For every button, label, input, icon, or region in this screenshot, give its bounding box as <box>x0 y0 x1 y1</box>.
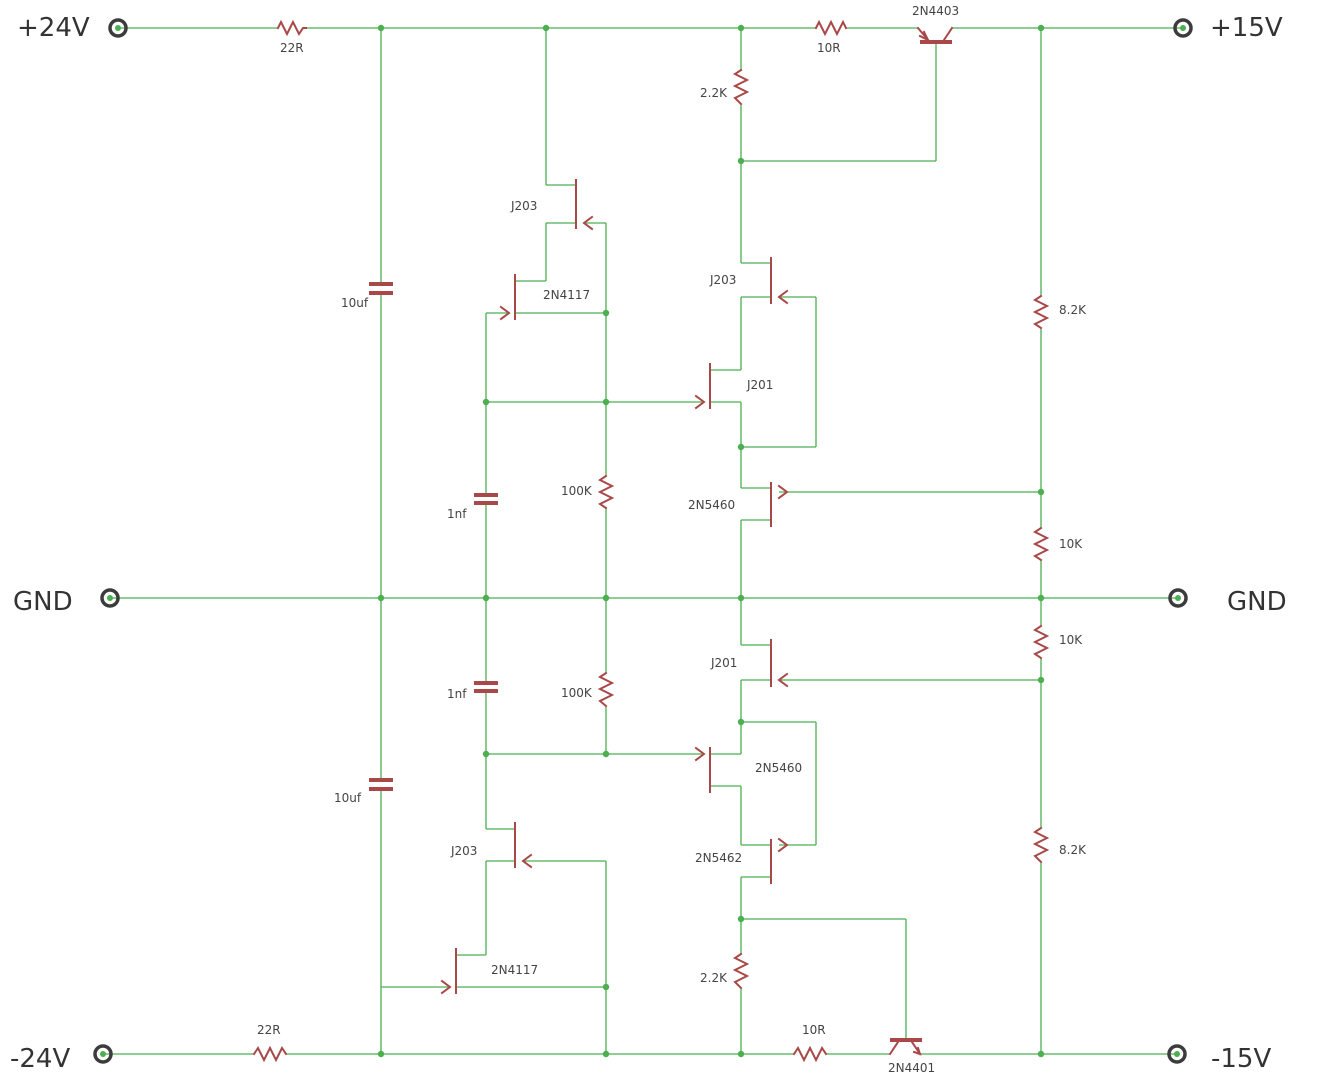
label-r-top-22: 22R <box>280 41 304 55</box>
label-c-top-1n: 1nf <box>447 507 467 521</box>
jfet-2n4117-bottom <box>440 948 457 995</box>
jfet-j201-top <box>694 363 711 410</box>
label-pos15: +15V <box>1210 13 1283 43</box>
resistors <box>252 19 1050 1063</box>
label-c-bot-10: 10uf <box>334 791 362 805</box>
label-q-top-j203a: J203 <box>510 199 537 213</box>
label-q-bot-j203a: J203 <box>450 844 477 858</box>
jfet-2n5460-bottom <box>694 746 711 793</box>
resistor-2-2k-bottom <box>732 952 750 990</box>
label-q-bot-2n4401: 2N4401 <box>888 1061 935 1075</box>
label-gnd-left: GND <box>13 587 73 617</box>
terminal-neg24[interactable] <box>93 1044 113 1064</box>
terminal-pos15[interactable] <box>1173 18 1193 38</box>
label-r-top-10k: 10K <box>1059 537 1083 551</box>
resistor-22r-top <box>276 19 307 37</box>
resistor-10k-bottom <box>1032 624 1050 660</box>
jfet-j203-bottom-left <box>514 822 533 869</box>
label-q-bot-2n5462: 2N5462 <box>695 851 742 865</box>
jfet-j203-top-right <box>770 257 789 305</box>
label-r-bot-22: 22R <box>257 1023 281 1037</box>
resistor-8-2k-top <box>1032 294 1050 330</box>
resistor-100k-bottom <box>597 671 615 708</box>
junction-nodes <box>377 24 1045 1058</box>
resistor-22r-bottom <box>252 1045 288 1063</box>
label-neg15: -15V <box>1211 1044 1271 1074</box>
terminal-pos24[interactable] <box>108 18 128 38</box>
label-neg24: -24V <box>10 1044 70 1074</box>
resistor-8-2k-bottom <box>1032 826 1050 864</box>
terminal-neg15[interactable] <box>1167 1044 1187 1064</box>
label-gnd-right: GND <box>1227 587 1287 617</box>
resistor-10k-top <box>1032 526 1050 562</box>
label-r-bot-10r: 10R <box>802 1023 826 1037</box>
jfet-2n5460-top <box>770 482 789 527</box>
resistor-100k-top <box>597 474 615 510</box>
label-q-bot-j201: J201 <box>710 656 737 670</box>
jfet-j201-bottom <box>770 639 789 688</box>
label-c-bot-1n: 1nf <box>447 687 467 701</box>
resistor-10r-bottom <box>792 1045 828 1063</box>
label-r-top-100k: 100K <box>561 484 593 498</box>
label-r-bot-22k: 2.2K <box>700 971 728 985</box>
resistor-2-2k-top <box>732 68 750 106</box>
label-r-bot-82k: 8.2K <box>1059 843 1087 857</box>
label-q-top-2n5460: 2N5460 <box>688 498 735 512</box>
jfet-j203-top-left <box>575 179 594 231</box>
transistors <box>440 26 954 1056</box>
label-q-top-j203b: J203 <box>709 273 736 287</box>
capacitor-1nf-top <box>474 493 498 505</box>
capacitor-10uf-top <box>369 282 393 295</box>
jfet-2n4117-top <box>499 274 516 321</box>
label-pos24: +24V <box>17 13 90 43</box>
bjt-2n4401-bottom <box>888 1038 922 1056</box>
label-r-top-22k: 2.2K <box>700 86 728 100</box>
label-q-bot-2n5460: 2N5460 <box>755 761 802 775</box>
terminal-gnd-right[interactable] <box>1168 588 1188 608</box>
label-r-bot-10k: 10K <box>1059 633 1083 647</box>
resistor-10r-top <box>814 19 848 37</box>
terminal-gnd-left[interactable] <box>100 588 120 608</box>
capacitor-1nf-bottom <box>474 681 498 693</box>
label-r-bot-100k: 100K <box>561 686 593 700</box>
jfet-2n5462-bottom <box>770 837 789 884</box>
label-q-top-2n4403: 2N4403 <box>912 4 959 18</box>
capacitors <box>369 282 498 791</box>
wires <box>103 27 1183 1055</box>
label-q-top-j201: J201 <box>746 378 773 392</box>
capacitor-10uf-bottom <box>369 778 393 791</box>
label-c-top-10: 10uf <box>341 296 369 310</box>
label-q-bot-2n4117: 2N4117 <box>491 963 538 977</box>
label-r-top-82k: 8.2K <box>1059 303 1087 317</box>
label-r-top-10r: 10R <box>817 41 841 55</box>
bjt-2n4403-top <box>916 26 954 44</box>
label-q-top-2n4117: 2N4117 <box>543 288 590 302</box>
